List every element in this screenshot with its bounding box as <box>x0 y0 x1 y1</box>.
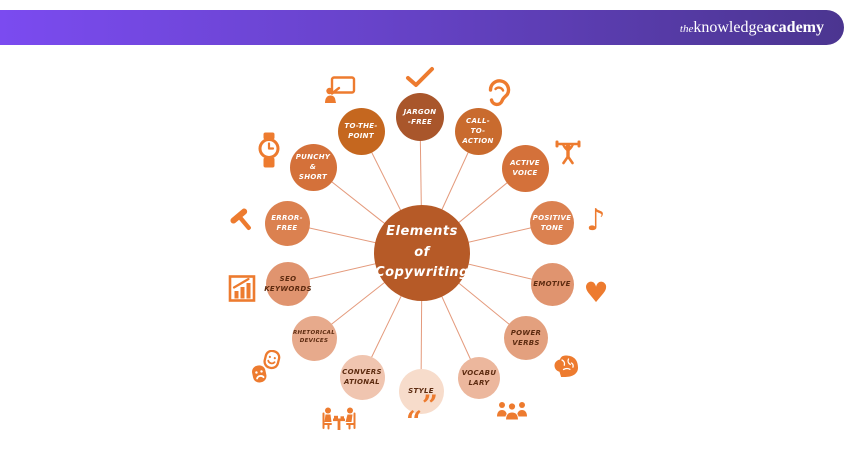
node-label-line: VERBS <box>512 339 540 347</box>
node-active-voice: ACTIVE VOICE <box>501 144 549 192</box>
node-to-the-point: TO-THE- POINT <box>337 107 385 155</box>
brand-logo: theknowledgeacademy <box>680 19 824 37</box>
node-label-line: ACTIVE <box>510 158 540 167</box>
node-label-line: VOCABU <box>461 368 497 377</box>
node-label-line: POINT <box>348 132 374 140</box>
center-title-line: Copywriting <box>375 265 469 281</box>
node-jargon-free: JARGON -FREE <box>396 93 444 141</box>
node-label-line: JARGON <box>403 107 437 116</box>
center-title-line: Elements <box>386 223 458 239</box>
node-label-line: -FREE <box>407 118 433 126</box>
watch-icon <box>251 132 287 168</box>
logo-knowledge: knowledge <box>693 18 764 36</box>
node-punchy-short: PUNCHY& SHORT <box>289 143 337 191</box>
node-label-line: ACTION <box>462 137 494 146</box>
node-seo-keywords: SEO KEYWORDS <box>264 262 312 306</box>
node-label-line: POWER <box>510 328 542 337</box>
node-style: STYLE <box>398 368 444 414</box>
node-label-line: CALL- <box>466 116 490 125</box>
node-power-verbs: POWER VERBS <box>504 316 548 360</box>
node-label-line: TO-THE- <box>344 121 378 130</box>
presentation-icon <box>322 71 358 107</box>
heart-icon: ♥ <box>583 276 609 309</box>
node-label-line: EMOTIVE <box>533 279 571 288</box>
hammer-icon <box>225 203 261 239</box>
node-label-line: LARY <box>468 379 490 387</box>
meeting-icon <box>321 401 357 437</box>
node-emotive: EMOTIVE <box>530 262 574 306</box>
node-label-line: KEYWORDS <box>264 285 312 293</box>
node-conversational: CONVERS ATIONAL <box>339 354 385 400</box>
node-label-line: ERROR- <box>271 213 303 222</box>
logo-the: the <box>679 22 694 35</box>
node-label-line: CONVERS <box>342 367 382 376</box>
node-error-free: ERROR- FREE <box>264 200 310 246</box>
node-label-line: DEVICES <box>299 338 329 344</box>
weightlifter-icon <box>550 134 586 170</box>
node-label-line: TO- <box>470 126 486 135</box>
check-icon <box>402 59 438 95</box>
node-label-line: STYLE <box>408 386 434 395</box>
center-node: Elements of Copywriting <box>374 205 470 301</box>
node-label-line: ATIONAL <box>344 378 380 386</box>
node-label-line: TONE <box>540 224 564 232</box>
node-label-line: SHORT <box>298 173 328 182</box>
node-vocabulary: VOCABU LARY <box>458 357 500 399</box>
bar-chart-icon <box>224 270 260 306</box>
node-label-line: SEO <box>279 274 297 283</box>
node-label-line: FREE <box>276 224 298 232</box>
music-note-icon: ♪ <box>586 203 606 238</box>
node-positive-tone: POSITIVE TONE <box>530 201 574 245</box>
masks-icon <box>248 349 284 385</box>
node-label-line: & <box>309 162 317 171</box>
ear-icon <box>481 74 517 110</box>
people-icon <box>494 392 530 428</box>
node-label-line: POSITIVE <box>532 213 572 222</box>
header-bar: theknowledgeacademy <box>0 10 844 45</box>
node-label-line: VOICE <box>512 169 538 177</box>
node-label-line: RHETORICAL <box>292 330 336 337</box>
node-label-line: PUNCHY <box>295 152 331 161</box>
node-call-to-action: CALL-TO- ACTION <box>454 107 502 155</box>
logo-academy: academy <box>763 18 824 36</box>
quotes-icon: ”“ <box>406 389 438 438</box>
brain-icon <box>549 349 585 385</box>
center-title-line: of <box>414 244 430 260</box>
